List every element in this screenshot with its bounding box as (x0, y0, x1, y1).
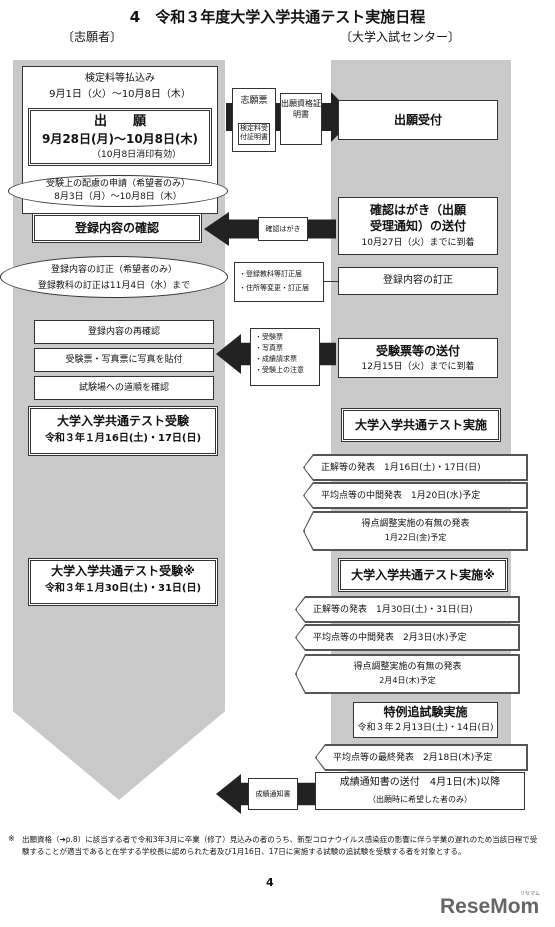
logo-ruby: リセマム (520, 891, 541, 897)
fee-payment-dates: 9月1日（火）〜10月8日（木） (49, 89, 191, 100)
exam2-applicant-title: 大学入学共通テスト受験※ (51, 564, 195, 578)
receive-application-box: 出願受付 (338, 100, 498, 140)
doc-correction-address: ・住所等変更・訂正届 (239, 284, 309, 292)
exam1-center-box: 大学入学共通テスト実施 (341, 408, 501, 442)
application-postmark-note: （10月8日消印有効） (92, 150, 182, 160)
page-title: 4 令和３年度大学入学共通テスト実施日程 (129, 8, 426, 26)
route-check-box: 試験場への道順を確認 (34, 376, 214, 400)
doc-photo-ticket: ・写真票 (255, 344, 283, 352)
announcement-final: 平均点等の最終発表 2月18日(木)予定 (316, 745, 527, 770)
correction-connector (324, 281, 338, 282)
results-send-box (315, 772, 525, 810)
ticket-send-date: 12月15日（火）までに到着 (361, 362, 475, 372)
right-column-header: 〔大学入試センター〕 (340, 30, 461, 44)
makeup-exam-box (353, 702, 498, 738)
announcement-answers-1: 正解等の発表 1月16日(土)・17日(日) (304, 455, 527, 480)
announcement-interim-1: 平均点等の中間発表 1月20日(水)予定 (304, 483, 527, 508)
exam1-applicant-box (28, 406, 218, 456)
doc-qualification-certificate: 出願資格証明書 (280, 93, 322, 145)
doc-score-request: ・成績請求票 (255, 355, 297, 363)
postcard-send-box (338, 197, 498, 255)
correction-request-ellipse (0, 256, 228, 298)
doc-correction-subject: ・登録教科等訂正届 (239, 270, 302, 278)
care-request-label: 受験上の配慮の申請（希望者のみ） (45, 179, 190, 189)
announcement-answers-2: 正解等の発表 1月30日(土)・31日(日) (296, 597, 519, 622)
exam1-applicant-dates: 令和３年１月16日(土)・17日(日) (44, 433, 202, 444)
care-request-ellipse (8, 175, 228, 207)
exam1-applicant-title: 大学入学共通テスト受験 (56, 414, 189, 428)
results-send-note: （出願時に希望した者のみ） (368, 795, 472, 804)
ticket-send-box (338, 338, 498, 378)
announcement-adjustment-1: 得点調整実施の有無の発表 1月22日(金)予定 (304, 512, 527, 550)
care-request-dates: 8月3日（月）〜10月8日（木） (54, 192, 182, 202)
left-column-header: 〔志願者〕 (62, 30, 123, 44)
doc-exam-notes: ・受験上の注意 (255, 366, 304, 374)
application-box (28, 108, 212, 166)
doc-ticket-bundle: ・受験票 ・写真票 ・成績請求票 ・受験上の注意 (250, 328, 320, 386)
confirm-registration-label: 登録内容の確認 (74, 221, 159, 235)
recheck-box: 登録内容の再確認 (34, 320, 214, 344)
makeup-exam-title: 特例追試験実施 (383, 705, 468, 719)
announcement-interim-2: 平均点等の中間発表 2月3日(水)予定 (296, 625, 519, 650)
results-send-title: 成績通知書の送付 4月1日(木)以降 (339, 777, 501, 788)
application-dates: 9月28日(月)〜10月8日(木) (41, 132, 199, 146)
ann6-date: 2月4日(木)予定 (379, 676, 436, 685)
footnote-text: 出願資格（➔p.8）に該当する者で令和3年3月に卒業（修了）見込みの者のうち、新… (22, 835, 538, 856)
ann3-date: 1月22日(金)予定 (384, 533, 447, 542)
footnote-mark: ※ (8, 834, 15, 843)
correction-box: 登録内容の訂正 (338, 267, 498, 295)
confirm-registration-box (32, 213, 202, 243)
exam2-applicant-box (28, 558, 218, 606)
doc-ticket: ・受験票 (255, 333, 283, 341)
application-title: 出 願 (93, 114, 146, 129)
exam2-applicant-dates: 令和３年１月30日(土)・31日(日) (44, 583, 202, 594)
postcard-send-title-2: 受理通知）の送付 (369, 219, 466, 233)
fee-payment-label: 検定料等払込み (85, 73, 155, 84)
ann6-title: 得点調整実施の有無の発表 (353, 662, 462, 672)
announcement-adjustment-2: 得点調整実施の有無の発表 2月4日(木)予定 (296, 655, 519, 693)
makeup-exam-dates: 令和３年２月13日(土)・14日(日) (357, 723, 494, 733)
doc-fee-receipt: 検定料受付証明書 (238, 123, 270, 145)
page-number: 4 (266, 876, 274, 889)
ann3-title: 得点調整実施の有無の発表 (361, 519, 470, 529)
doc-correction-forms: ・登録教科等訂正届 ・住所等変更・訂正届 (234, 262, 324, 302)
correction-subject-note: 登録教科の訂正は11月4日（水）まで (37, 281, 191, 291)
correction-request-label: 登録内容の訂正（希望者のみ） (50, 265, 177, 275)
resemom-logo: ReseMom (440, 895, 540, 918)
photo-attach-box: 受験票・写真票に写真を貼付 (34, 348, 214, 372)
doc-application-form-label: 志願票 (240, 96, 268, 106)
exam2-center-box: 大学入学共通テスト実施※ (338, 558, 508, 592)
doc-results-notice: 成績通知書 (248, 778, 298, 810)
postcard-send-title-1: 確認はがき（出願 (369, 203, 466, 217)
ticket-send-title: 受験票等の送付 (375, 344, 460, 358)
postcard-send-date: 10月27日（火）までに到着 (361, 238, 475, 248)
doc-confirmation-postcard: 確認はがき (258, 217, 308, 241)
